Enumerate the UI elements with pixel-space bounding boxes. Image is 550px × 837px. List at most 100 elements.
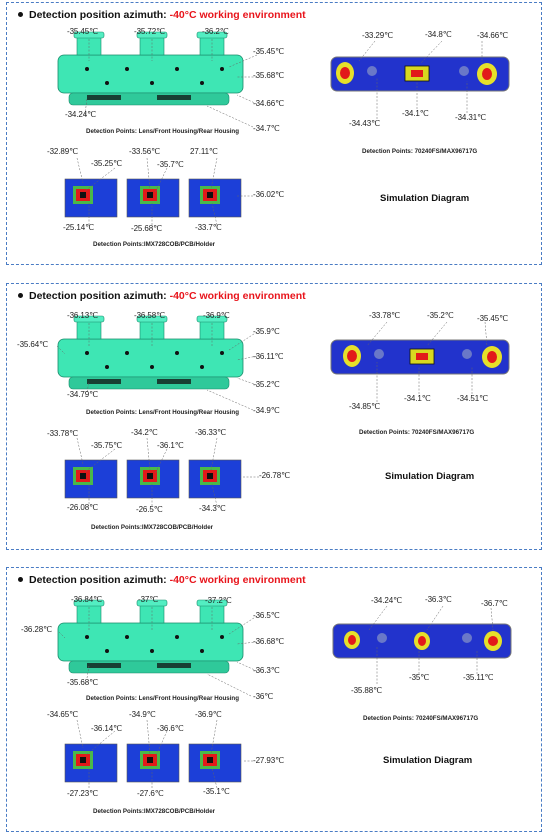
panel-3-graphics	[57, 599, 512, 789]
housing-model	[57, 31, 244, 106]
sensor-thermal-3	[188, 459, 242, 499]
sensor-temp-label: -36.33℃	[195, 428, 226, 437]
sensor-temp-label: -36.14℃	[91, 724, 122, 733]
board-temp-label: -35.45℃	[477, 314, 508, 323]
board-temp-label: -34.8℃	[425, 30, 452, 39]
sensor-temp-label: -33.78℃	[47, 429, 78, 438]
sensor-temp-label: 27.11℃	[190, 147, 218, 156]
sensor-thermal-1	[64, 178, 118, 218]
board-temp-label: -34.1℃	[402, 109, 429, 118]
board-temp-label: -35.2℃	[427, 311, 454, 320]
board-temp-label: -35.11℃	[463, 673, 494, 682]
housing-temp-label: -36.9℃	[203, 311, 230, 320]
sensor-temp-label: -33.56℃	[129, 147, 160, 156]
housing-caption: Detection Points: Lens/Front Housing/Rea…	[86, 695, 239, 702]
board-model	[330, 56, 510, 92]
sensor-temp-label: -36.02℃	[253, 190, 284, 199]
sensor-thermal-1	[64, 743, 118, 783]
simulation-title: Simulation Diagram	[385, 471, 475, 482]
sensor-temp-label: -27.23℃	[67, 789, 98, 798]
heading-prefix: Detection position azimuth:	[29, 9, 170, 21]
panel-2-graphics	[56, 315, 510, 507]
heading-condition: -40°C working environment	[169, 574, 306, 586]
board-temp-label: -34.85℃	[349, 402, 380, 411]
bullet-icon	[18, 292, 23, 298]
housing-temp-label: -34.66℃	[253, 99, 284, 108]
sensor-temp-label: -26.5℃	[136, 505, 163, 514]
sensor-temp-label: -34.9℃	[129, 710, 156, 719]
panel-heading: Detection position azimuth: -40°C workin…	[18, 9, 306, 21]
board-temp-label: -34.31℃	[455, 113, 486, 122]
housing-temp-label: -36.68℃	[253, 637, 284, 646]
simulation-title: Simulation Diagram	[383, 755, 473, 766]
sensor-temp-label: -36.6℃	[157, 724, 184, 733]
sensor-thermal-3	[188, 743, 242, 783]
simulation-panel-1: Detection position azimuth: -40°C workin…	[6, 2, 542, 265]
sensor-temp-label: -36.9℃	[195, 710, 222, 719]
board-temp-label: -34.43℃	[349, 119, 380, 128]
housing-temp-label: -34.24℃	[65, 110, 96, 119]
sensor-temp-label: -36.1℃	[157, 441, 184, 450]
housing-temp-label: -35.64℃	[17, 340, 48, 349]
leader-lines	[56, 321, 488, 507]
sensor-temp-label: -27.93℃	[253, 756, 284, 765]
sensor-caption: Detection Points:IMX728COB/PCB/Holder	[93, 241, 216, 248]
sensor-thermal-1	[64, 459, 118, 499]
housing-temp-label: -35.68℃	[253, 71, 284, 80]
housing-caption: Detection Points: Lens/Front Housing/Rea…	[86, 409, 239, 416]
board-temp-label: -36.7℃	[481, 599, 508, 608]
sensor-thermal-2	[126, 459, 180, 499]
housing-temp-label: -36℃	[253, 692, 274, 701]
panel-heading: Detection position azimuth: -40°C workin…	[18, 574, 306, 586]
housing-temp-label: -36.3℃	[253, 666, 280, 675]
housing-caption: Detection Points: Lens/Front Housing/Rea…	[86, 128, 239, 135]
board-model	[332, 623, 512, 659]
housing-temp-label: -36.2℃	[202, 27, 229, 36]
housing-temp-label: -35.2℃	[253, 380, 280, 389]
sensor-temp-label: -26.78℃	[259, 471, 290, 480]
board-temp-label: -34.1℃	[404, 394, 431, 403]
housing-temp-label: -36.5℃	[253, 611, 280, 620]
sensor-caption: Detection Points:IMX728COB/PCB/Holder	[91, 524, 214, 531]
sensor-temp-label: -32.89℃	[47, 147, 78, 156]
panel-heading: Detection position azimuth: -40°C workin…	[18, 290, 306, 302]
housing-model	[57, 315, 244, 390]
sensor-temp-label: -25.68℃	[131, 224, 162, 233]
housing-temp-label: -34.9℃	[253, 406, 280, 415]
housing-temp-label: -36.28℃	[21, 625, 52, 634]
housing-temp-label: -37.2℃	[205, 596, 232, 605]
board-caption: Detection Points: 70240FS/MAX96717G	[359, 429, 475, 436]
housing-temp-label: -37℃	[138, 595, 159, 604]
sensor-temp-label: -35.1℃	[203, 787, 230, 796]
board-caption: Detection Points: 70240FS/MAX96717G	[363, 715, 479, 722]
sensor-thermal-2	[126, 178, 180, 218]
housing-temp-label: -34.79℃	[67, 390, 98, 399]
housing-model	[57, 599, 244, 674]
bullet-icon	[18, 11, 23, 17]
heading-condition: -40°C working environment	[169, 290, 306, 302]
sensor-thermal-2	[126, 743, 180, 783]
sensor-temp-label: -27.6℃	[137, 789, 164, 798]
housing-temp-label: -35.45℃	[67, 27, 98, 36]
heading-prefix: Detection position azimuth:	[29, 574, 170, 586]
sensor-temp-label: -34.2℃	[131, 428, 158, 437]
board-temp-label: -33.29℃	[362, 31, 393, 40]
board-model	[330, 339, 510, 375]
leader-lines	[76, 39, 483, 226]
heading-condition: -40°C working environment	[169, 9, 306, 21]
sensor-temp-label: -35.75℃	[91, 441, 122, 450]
simulation-panel-3: Detection position azimuth: -40°C workin…	[6, 567, 542, 832]
housing-temp-label: -36.84℃	[71, 595, 102, 604]
housing-temp-label: -35.45℃	[253, 47, 284, 56]
simulation-title: Simulation Diagram	[380, 193, 470, 204]
sensor-temp-label: -34.65℃	[47, 710, 78, 719]
board-temp-label: -35.88℃	[351, 686, 382, 695]
sensor-thermal-3	[188, 178, 242, 218]
sensor-temp-label: -25.14℃	[63, 223, 94, 232]
bullet-icon	[18, 576, 23, 582]
sensor-temp-label: -33.7℃	[195, 223, 222, 232]
housing-temp-label: -35.68℃	[67, 678, 98, 687]
board-temp-label: -33.78℃	[369, 311, 400, 320]
board-temp-label: -34.51℃	[457, 394, 488, 403]
housing-temp-label: -36.11℃	[253, 352, 284, 361]
